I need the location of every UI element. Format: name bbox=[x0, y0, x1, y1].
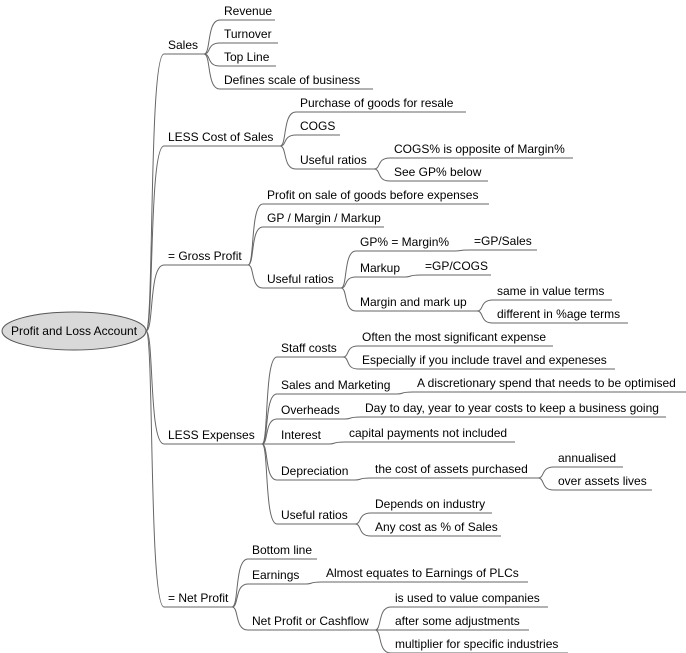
connector-line bbox=[354, 512, 372, 525]
connector-line bbox=[145, 330, 165, 608]
node-label-sales: Sales bbox=[168, 38, 198, 52]
node-label-lcos-r2: See GP% below bbox=[394, 165, 482, 179]
node-label-sales-turnover: Turnover bbox=[224, 27, 272, 41]
node-label-gp: = Gross Profit bbox=[168, 249, 242, 263]
node-label-le-dep1b: over assets lives bbox=[558, 474, 647, 488]
root-node-shape bbox=[1, 311, 147, 351]
node-label-le-r2: Any cost as % of Sales bbox=[375, 520, 498, 534]
connector-line bbox=[247, 264, 264, 289]
connector-line bbox=[279, 111, 297, 147]
connector-line bbox=[261, 443, 278, 525]
node-label-le-r1: Depends on industry bbox=[375, 497, 485, 511]
connector-line bbox=[354, 477, 372, 481]
node-label-gp-mm2: different in %age terms bbox=[497, 307, 620, 321]
node-label-le-ratios: Useful ratios bbox=[281, 508, 348, 522]
connector-line bbox=[342, 345, 359, 358]
node-label-lcos-purchase: Purchase of goods for resale bbox=[300, 96, 454, 110]
node-label-le: LESS Expenses bbox=[168, 428, 255, 442]
node-label-sales-scale: Defines scale of business bbox=[224, 73, 360, 87]
connector-line bbox=[279, 134, 297, 147]
connector-line bbox=[305, 581, 323, 585]
connector-line bbox=[340, 250, 357, 289]
root-node-label: Profit and Loss Account bbox=[11, 324, 138, 338]
connector-line bbox=[374, 629, 392, 653]
node-label-np-cash1: is used to value companies bbox=[395, 591, 540, 605]
connector-line bbox=[261, 418, 278, 445]
connector-line bbox=[279, 145, 297, 170]
node-label-gp-gppct-v: =GP/Sales bbox=[474, 234, 532, 248]
connector-line bbox=[231, 583, 249, 608]
node-label-le-sm: Sales and Marketing bbox=[281, 378, 390, 392]
connector-line bbox=[374, 606, 392, 631]
connector-line bbox=[203, 42, 221, 55]
connector-line bbox=[145, 330, 165, 445]
node-label-np: = Net Profit bbox=[168, 591, 229, 605]
connector-line bbox=[537, 477, 555, 491]
node-label-gp-ratios: Useful ratios bbox=[267, 272, 334, 286]
node-label-sales-topline: Top Line bbox=[224, 50, 270, 64]
connector-line bbox=[340, 276, 357, 289]
node-label-le-staff2: Especially if you include travel and exp… bbox=[362, 353, 607, 367]
connector-line bbox=[373, 168, 391, 182]
node-label-le-oh1: Day to day, year to year costs to keep a… bbox=[365, 401, 659, 415]
connector-line bbox=[340, 287, 357, 312]
node-label-gp-profit: Profit on sale of goods before expenses bbox=[267, 188, 478, 202]
connector-line bbox=[231, 558, 249, 608]
connector-line bbox=[203, 53, 221, 90]
connector-line bbox=[231, 606, 249, 631]
connector-line bbox=[261, 356, 278, 445]
connector-lines bbox=[145, 19, 686, 653]
connector-line bbox=[537, 466, 555, 479]
connector-line bbox=[145, 53, 165, 332]
connector-line bbox=[203, 19, 221, 55]
node-label-gp-margin: GP / Margin / Markup bbox=[267, 211, 381, 225]
node-label-lcos-r1: COGS% is opposite of Margin% bbox=[394, 142, 565, 156]
connector-line bbox=[373, 157, 391, 170]
node-label-gp-gppct: GP% = Margin% bbox=[360, 235, 449, 249]
node-label-gp-mm1: same in value terms bbox=[497, 284, 604, 298]
node-label-le-sm1: A discretionary spend that needs to be o… bbox=[417, 376, 676, 390]
node-label-lcos-cogs: COGS bbox=[300, 119, 335, 133]
connector-line bbox=[328, 441, 346, 445]
node-label-gp-markup: Markup bbox=[360, 261, 400, 275]
node-label-le-staff1: Often the most significant expense bbox=[362, 330, 546, 344]
node-label-lcos: LESS Cost of Sales bbox=[168, 130, 273, 144]
connector-line bbox=[247, 226, 264, 266]
node-label-sales-revenue: Revenue bbox=[224, 4, 272, 18]
node-label-np-cash2: after some adjustments bbox=[395, 614, 520, 628]
node-label-np-cash: Net Profit or Cashflow bbox=[252, 614, 369, 628]
connector-line bbox=[145, 264, 165, 332]
node-label-lcos-ratios: Useful ratios bbox=[300, 153, 367, 167]
connector-line bbox=[344, 416, 362, 420]
connector-line bbox=[354, 523, 372, 537]
node-label-np-cash3: multiplier for specific industries bbox=[395, 637, 558, 651]
node-label-le-oh: Overheads bbox=[281, 403, 340, 417]
connector-line bbox=[404, 274, 422, 278]
node-label-le-staff: Staff costs bbox=[281, 341, 337, 355]
node-label-gp-markup-v: =GP/COGS bbox=[425, 259, 488, 273]
node-label-le-int: Interest bbox=[281, 428, 322, 442]
connector-line bbox=[476, 299, 494, 312]
node-label-np-earn: Earnings bbox=[252, 568, 299, 582]
connector-line bbox=[342, 356, 359, 370]
node-label-gp-mm: Margin and mark up bbox=[360, 295, 467, 309]
connector-line bbox=[396, 391, 414, 395]
node-label-np-bottom: Bottom line bbox=[252, 543, 312, 557]
node-label-le-dep: Depreciation bbox=[281, 464, 348, 478]
node-label-le-dep1: the cost of assets purchased bbox=[375, 462, 528, 476]
node-label-le-dep1a: annualised bbox=[558, 451, 616, 465]
connector-line bbox=[145, 145, 165, 332]
connector-line bbox=[476, 310, 494, 324]
node-label-np-earn1: Almost equates to Earnings of PLCs bbox=[326, 566, 519, 580]
node-label-le-int1: capital payments not included bbox=[349, 426, 507, 440]
connector-line bbox=[454, 249, 471, 252]
